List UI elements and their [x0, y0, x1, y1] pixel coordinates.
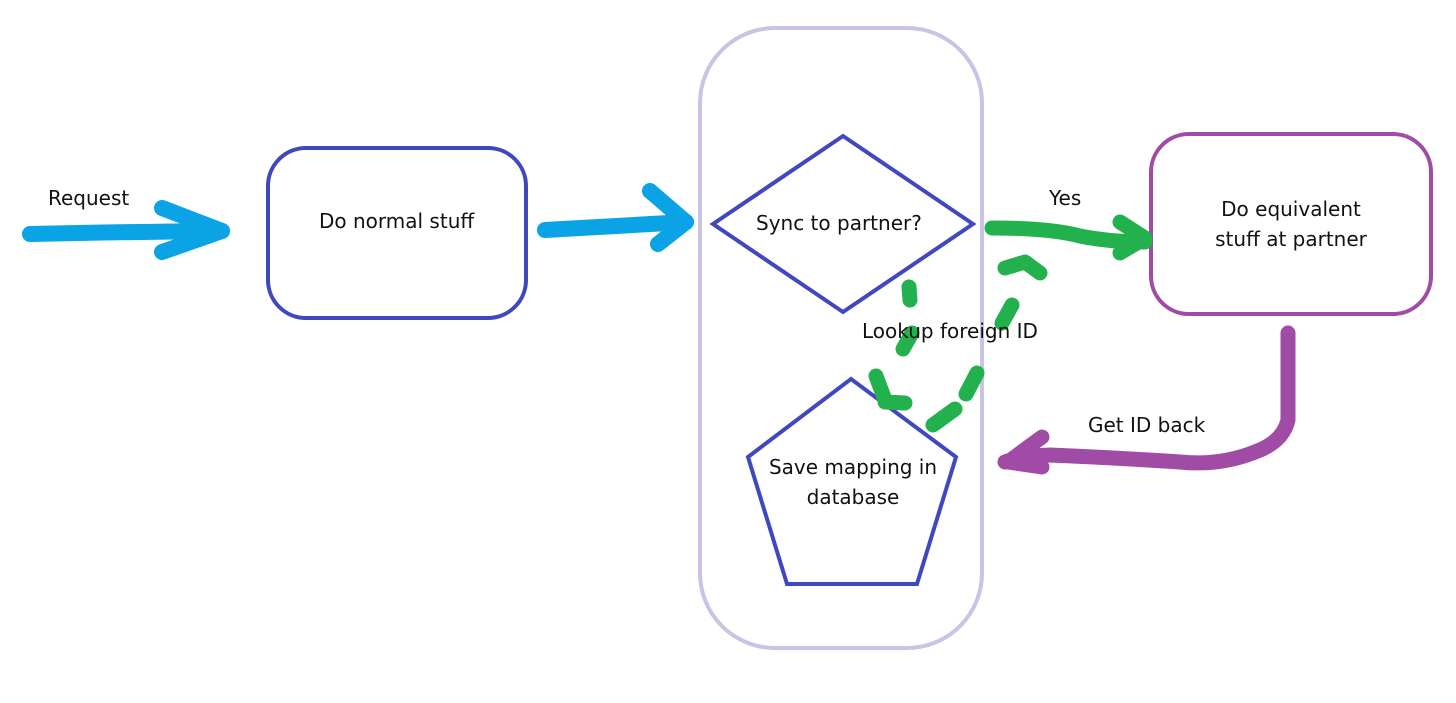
node-label-partner: Do equivalent stuff at partner: [1191, 196, 1391, 252]
node-label-save-line2: database: [806, 485, 900, 509]
node-label-do-normal-stuff: Do normal stuff: [319, 209, 475, 233]
service-container: [698, 26, 984, 650]
edge-label-yes: Yes: [1049, 186, 1082, 210]
node-label-save-mapping: Save mapping in database: [753, 454, 953, 510]
node-partner: [1149, 132, 1433, 316]
request-arrow: [22, 200, 230, 260]
edge-label-lookup: Lookup foreign ID: [862, 319, 1038, 343]
get-id-back-arrow: [997, 325, 1296, 475]
edge-label-get-id-back: Get ID back: [1088, 413, 1206, 437]
lookup-arrow: [868, 279, 920, 411]
node-save-mapping: [745, 376, 959, 586]
return-lookup-arrow: [925, 254, 1048, 433]
node-do-normal-stuff: [266, 146, 528, 320]
edge-label-request: Request: [48, 186, 130, 210]
node-label-sync-decision: Sync to partner?: [756, 211, 922, 235]
node-label-partner-line1: Do equivalent: [1221, 197, 1361, 221]
node-label-partner-line2: stuff at partner: [1215, 227, 1367, 251]
node-sync-decision: [709, 133, 977, 315]
node-label-save-line1: Save mapping in: [768, 455, 938, 479]
yes-arrow: [984, 214, 1153, 261]
normal-to-decision-arrow: [537, 183, 694, 252]
